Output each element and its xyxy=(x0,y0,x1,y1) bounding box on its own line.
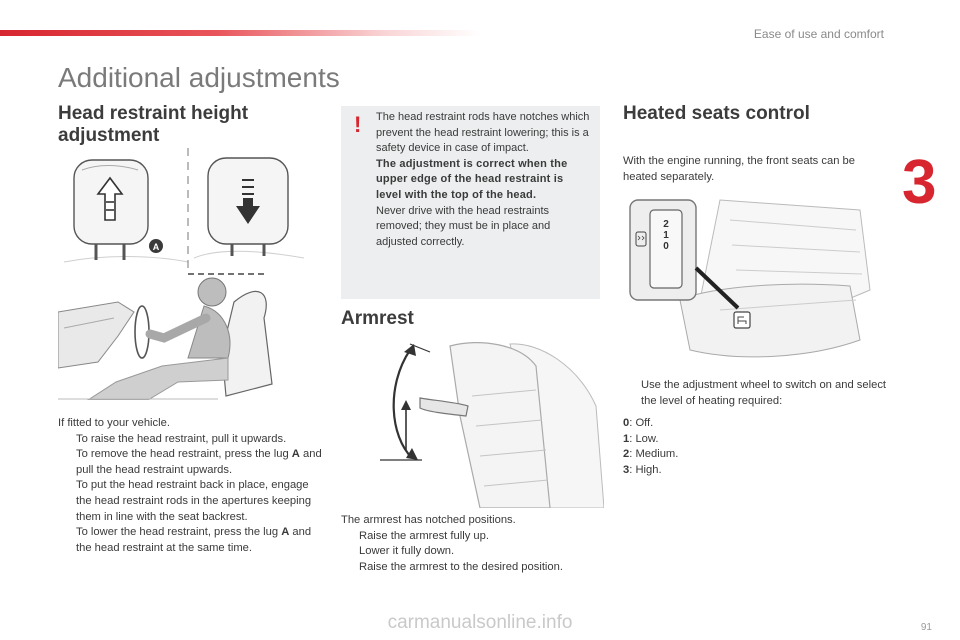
head-restraint-illustration: A xyxy=(63,148,305,270)
raise-arrow-icon xyxy=(96,176,124,221)
pointer-line xyxy=(694,266,740,310)
head-restraint-intro: If fitted to your vehicle. xyxy=(58,417,170,429)
warning-text-2: Never drive with the head restraints rem… xyxy=(376,204,551,248)
list-item: Use the adjustment wheel to switch on an… xyxy=(641,379,887,407)
lower-arrow-icon xyxy=(236,179,260,224)
heated-seats-intro: With the engine running, the front seats… xyxy=(623,155,855,183)
list-item: Raise the armrest fully up. xyxy=(359,529,489,542)
page-number: 91 xyxy=(920,622,932,633)
seat-heating-button-icon xyxy=(733,311,751,329)
heated-seats-heading: Heated seats control xyxy=(623,103,810,125)
list-item: To put the head restraint back in place,… xyxy=(76,479,312,523)
armrest-arc-arrow-icon xyxy=(392,349,413,459)
wheel-label-0: 0 xyxy=(663,241,669,252)
seat-backrest xyxy=(449,342,551,508)
head-restraint-instructions: If fitted to your vehicle. To raise the … xyxy=(58,416,323,556)
list-item: Raise the armrest to the desired positio… xyxy=(359,560,563,573)
driver-head xyxy=(197,277,227,307)
watermark: carmanualsonline.info xyxy=(387,612,573,633)
heated-seats-title: Heated seats control xyxy=(623,103,810,124)
heated-seat-illustration: 2 1 0 xyxy=(629,199,871,358)
level-item: 3: High. xyxy=(623,463,662,476)
head-restraint-title-line1: Head restraint height xyxy=(58,103,249,124)
heated-seats-instructions: Use the adjustment wheel to switch on an… xyxy=(623,378,888,409)
list-item: To raise the head restraint, pull it upw… xyxy=(76,432,287,445)
chapter-number: 3 xyxy=(902,148,937,217)
armrest-instructions: The armrest has notched positions. Raise… xyxy=(341,513,603,575)
lug-reference: A xyxy=(291,448,300,461)
head-restraint-title-line2: adjustment xyxy=(58,125,160,146)
level-item: 1: Low. xyxy=(623,432,659,445)
wheel-label-2: 2 xyxy=(663,219,669,230)
warning-icon: ! xyxy=(354,112,362,137)
seat-outline xyxy=(221,290,273,397)
header-accent-bar xyxy=(0,30,480,36)
lug-a-marker xyxy=(149,239,163,253)
seat-heating-icon xyxy=(635,231,647,247)
level-item: 0: Off. xyxy=(623,417,654,429)
list-item: To lower the head restraint, press the l… xyxy=(76,526,312,554)
warning-text-1: The head restraint rods have notches whi… xyxy=(376,111,590,155)
warning-text-bold: The adjustment is correct when the upper… xyxy=(376,157,568,201)
armrest-heading: Armrest xyxy=(341,308,414,330)
armrest-title: Armrest xyxy=(341,308,414,329)
heating-levels: 0: Off. 1: Low. 2: Medium. 3: High. xyxy=(623,416,823,478)
head-restraint-heading: Head restraint height adjustment xyxy=(58,103,248,147)
level-item: 2: Medium. xyxy=(623,448,679,461)
driver-position-illustration xyxy=(58,273,273,400)
armrest-intro: The armrest has notched positions. xyxy=(341,514,516,526)
warning-box: ! The head restraint rods have notches w… xyxy=(341,106,600,299)
list-item: Lower it fully down. xyxy=(359,545,455,558)
page-title: Additional adjustments xyxy=(58,62,340,93)
list-item: To remove the head restraint, press the … xyxy=(76,448,322,476)
armrest-illustration xyxy=(380,342,604,508)
heating-wheel[interactable] xyxy=(649,209,683,289)
section-title: Ease of use and comfort xyxy=(753,27,884,41)
lug-a-label: A xyxy=(153,242,160,252)
lug-reference: A xyxy=(281,526,290,539)
armrest-shape xyxy=(419,397,469,417)
wheel-label-1: 1 xyxy=(663,230,669,241)
